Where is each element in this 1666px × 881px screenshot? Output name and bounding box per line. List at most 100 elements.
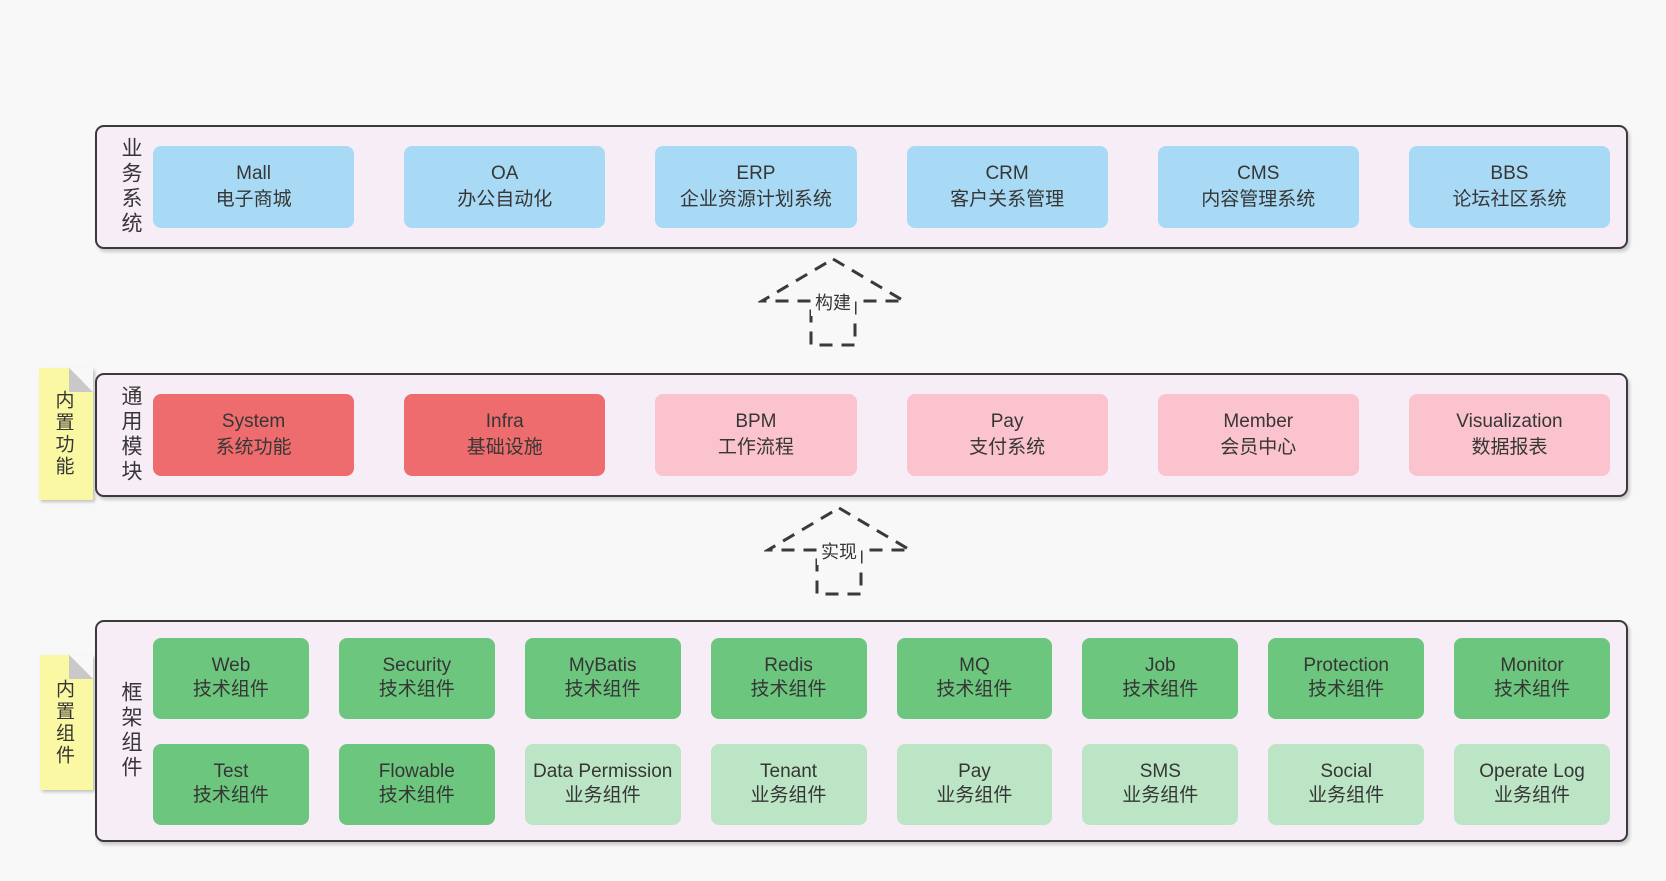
box-title: System [221, 411, 286, 432]
box-data-permission: Data Permission 业务组件 [524, 743, 681, 825]
box-title: MQ [959, 655, 990, 676]
up-arrow-icon [764, 506, 914, 596]
box-subtitle: 技术组件 [1122, 679, 1199, 700]
box-pay-component: Pay 业务组件 [896, 743, 1053, 825]
box-title: ERP [736, 163, 776, 184]
box-redis: Redis 技术组件 [710, 637, 867, 719]
box-title: Visualization [1456, 411, 1563, 432]
box-crm: CRM 客户关系管理 [906, 146, 1108, 228]
box-infra: Infra 基础设施 [404, 394, 606, 476]
box-subtitle: 内容管理系统 [1201, 189, 1316, 210]
box-title: SMS [1139, 761, 1181, 782]
box-subtitle: 技术组件 [750, 679, 827, 700]
box-erp: ERP 企业资源计划系统 [655, 146, 857, 228]
box-subtitle: 业务组件 [1122, 785, 1199, 806]
box-operate-log: Operate Log 业务组件 [1454, 743, 1610, 825]
box-mq: MQ 技术组件 [896, 637, 1053, 719]
box-test: Test 技术组件 [153, 743, 309, 825]
sticky-note-text: 内置功能 [52, 390, 74, 478]
box-subtitle: 技术组件 [936, 679, 1013, 700]
box-subtitle: 电子商城 [215, 189, 292, 210]
implement-arrow: 实现 [764, 505, 914, 597]
box-job: Job 技术组件 [1082, 637, 1239, 719]
box-member: Member 会员中心 [1157, 394, 1359, 476]
panel-framework-components: 框架组件 Web 技术组件 Security 技术组件 MyBatis 技术组件… [95, 620, 1628, 842]
box-title: CRM [985, 163, 1029, 184]
box-subtitle: 技术组件 [192, 785, 269, 806]
box-subtitle: 技术组件 [564, 679, 641, 700]
build-arrow: 构建 [758, 256, 908, 348]
box-bbs: BBS 论坛社区系统 [1408, 146, 1611, 228]
box-mall: Mall 电子商城 [153, 146, 355, 228]
box-subtitle: 技术组件 [378, 679, 455, 700]
box-subtitle: 办公自动化 [457, 189, 553, 210]
up-arrow-icon [758, 257, 908, 347]
box-sms: SMS 业务组件 [1082, 743, 1239, 825]
box-title: Pay [958, 761, 991, 782]
build-arrow-label: 构建 [811, 288, 855, 316]
box-title: Data Permission [532, 761, 673, 782]
box-title: Mall [236, 163, 271, 184]
implement-arrow-label: 实现 [817, 537, 861, 565]
box-subtitle: 技术组件 [1308, 679, 1385, 700]
box-subtitle: 业务组件 [564, 785, 641, 806]
box-title: Security [382, 655, 452, 676]
box-subtitle: 业务组件 [936, 785, 1013, 806]
box-title: MyBatis [568, 655, 637, 676]
box-subtitle: 工作流程 [717, 437, 794, 458]
box-title: Job [1144, 655, 1176, 676]
box-title: Redis [764, 655, 813, 676]
box-protection: Protection 技术组件 [1268, 637, 1425, 719]
box-system: System 系统功能 [153, 394, 355, 476]
box-flowable: Flowable 技术组件 [338, 743, 495, 825]
box-subtitle: 论坛社区系统 [1452, 189, 1567, 210]
sticky-note-built-in-features: 内置功能 [39, 368, 93, 500]
framework-row-1: Web 技术组件 Security 技术组件 MyBatis 技术组件 Redi… [153, 637, 1610, 719]
box-title: Protection [1303, 655, 1389, 676]
box-monitor: Monitor 技术组件 [1454, 637, 1610, 719]
box-title: Web [211, 655, 251, 676]
panel-modules-content: System 系统功能 Infra 基础设施 BPM 工作流程 Pay 支付系统… [153, 394, 1611, 476]
box-title: Infra [485, 411, 524, 432]
box-subtitle: 技术组件 [1494, 679, 1571, 700]
framework-row-2: Test 技术组件 Flowable 技术组件 Data Permission … [153, 743, 1610, 825]
box-title: Operate Log [1479, 761, 1585, 782]
box-cms: CMS 内容管理系统 [1157, 146, 1359, 228]
box-title: Social [1320, 761, 1373, 782]
folded-corner-icon [69, 655, 93, 679]
box-subtitle: 技术组件 [378, 785, 455, 806]
box-subtitle: 会员中心 [1220, 437, 1297, 458]
box-tenant: Tenant 业务组件 [710, 743, 867, 825]
box-title: Member [1223, 411, 1294, 432]
sticky-note-built-in-components: 内置组件 [40, 655, 93, 790]
box-mybatis: MyBatis 技术组件 [524, 637, 681, 719]
box-subtitle: 技术组件 [192, 679, 269, 700]
box-title: Tenant [760, 761, 818, 782]
box-title: BBS [1490, 163, 1529, 184]
box-social: Social 业务组件 [1268, 743, 1425, 825]
box-subtitle: 业务组件 [1494, 785, 1571, 806]
box-subtitle: 基础设施 [466, 437, 543, 458]
panel-modules-label: 通用模块 [119, 385, 142, 485]
sticky-note-text: 内置组件 [53, 678, 74, 767]
folded-corner-icon [69, 368, 93, 392]
box-title: Test [213, 761, 249, 782]
box-subtitle: 支付系统 [969, 437, 1046, 458]
box-subtitle: 业务组件 [750, 785, 827, 806]
box-web: Web 技术组件 [153, 637, 309, 719]
panel-framework-content: Web 技术组件 Security 技术组件 MyBatis 技术组件 Redi… [153, 637, 1610, 825]
box-title: Monitor [1500, 655, 1564, 676]
box-subtitle: 客户关系管理 [950, 189, 1065, 210]
panel-framework-label: 框架组件 [119, 681, 142, 781]
box-subtitle: 企业资源计划系统 [679, 189, 832, 210]
box-oa: OA 办公自动化 [404, 146, 606, 228]
box-pay: Pay 支付系统 [906, 394, 1108, 476]
panel-business-systems: 业务系统 Mall 电子商城 OA 办公自动化 ERP 企业资源计划系统 CRM… [95, 125, 1628, 249]
box-subtitle: 系统功能 [215, 437, 292, 458]
panel-business-content: Mall 电子商城 OA 办公自动化 ERP 企业资源计划系统 CRM 客户关系… [153, 146, 1611, 228]
box-visualization: Visualization 数据报表 [1408, 394, 1611, 476]
box-security: Security 技术组件 [338, 637, 495, 719]
box-title: Pay [990, 411, 1024, 432]
box-title: OA [491, 163, 519, 184]
panel-common-modules: 通用模块 System 系统功能 Infra 基础设施 BPM 工作流程 Pay… [95, 373, 1628, 497]
